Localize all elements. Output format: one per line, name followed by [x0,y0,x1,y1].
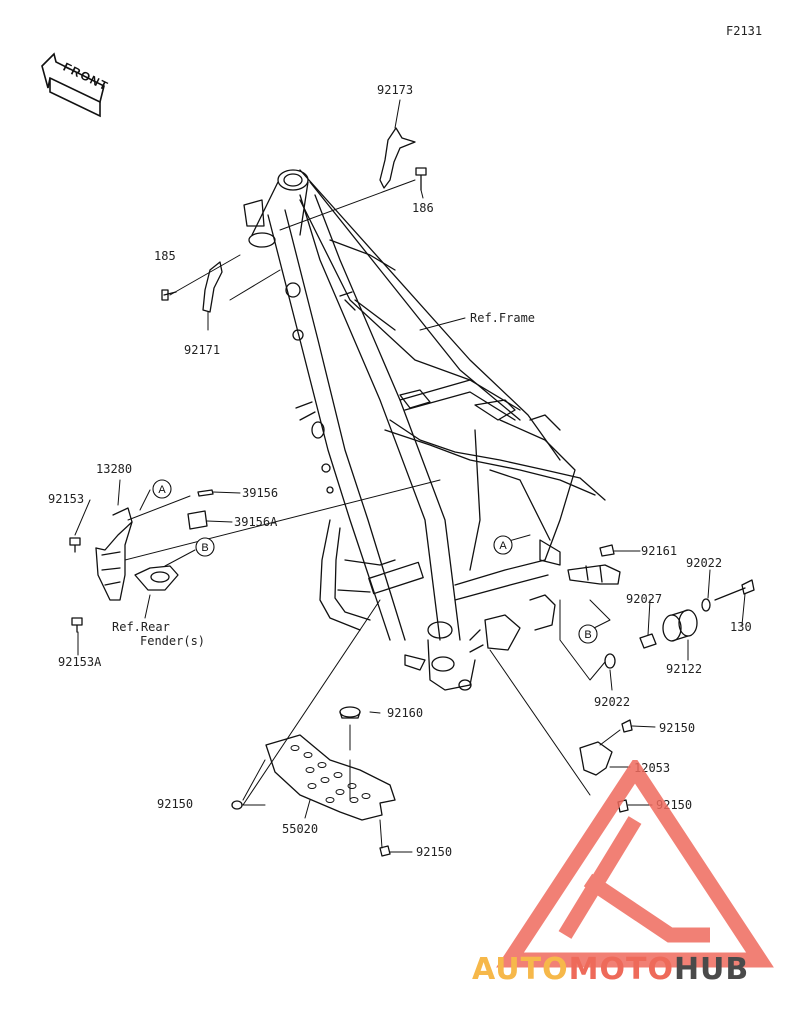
part-92022-bottom: 92022 [594,695,631,709]
watermark-text: AUTOMOTOHUB [472,952,749,987]
callout-a-left-text: A [158,484,166,496]
callout-b-left-text: B [201,542,208,554]
part-92150-bottom: 92150 [416,845,453,859]
watermark-hub: HUB [673,952,750,987]
part-185: 185 [154,249,176,263]
part-92027: 92027 [626,592,663,606]
frame-outline [243,169,606,691]
part-92171: 92171 [184,343,221,357]
callout-a-left [152,479,172,499]
callout-a-right [493,535,513,555]
part-92122: 92122 [666,662,703,676]
bracket-13280 [95,507,179,601]
part-92153a: 92153A [58,655,102,669]
part-92022-top: 92022 [686,556,723,570]
callout-b-right-text: B [584,629,591,641]
callout-a-right-text: A [499,540,507,552]
part-55020: 55020 [282,822,319,836]
watermark-moto: MOTO [568,952,674,987]
ref-frame-label: Ref.Frame [470,311,536,325]
part-130: 130 [730,620,752,634]
leader-lines [74,99,746,853]
figure-code: F2131 [726,24,763,38]
front-arrow-icon: FRONT [41,52,111,118]
part-92161: 92161 [641,544,678,558]
small-parts [69,127,755,857]
callout-b-left [195,537,215,557]
front-direction-arrow: FRONT [38,52,111,118]
automotohub-logo [496,760,774,968]
part-186: 186 [412,201,434,215]
ref-rear-label: Ref.Rear [112,620,170,634]
ref-fender-label: Fender(s) [140,634,206,648]
part-92173: 92173 [377,83,414,97]
part-92160: 92160 [387,706,424,720]
rear-bracket-assembly [469,564,621,653]
part-13280: 13280 [96,462,133,476]
part-92153: 92153 [48,492,85,506]
callout-b-right [578,624,598,644]
part-92150-left: 92150 [157,797,194,811]
part-39156: 39156 [242,486,279,500]
part-92150-right-top: 92150 [659,721,696,735]
watermark-auto: AUTO [472,952,569,987]
part-39156a: 39156A [234,515,278,529]
